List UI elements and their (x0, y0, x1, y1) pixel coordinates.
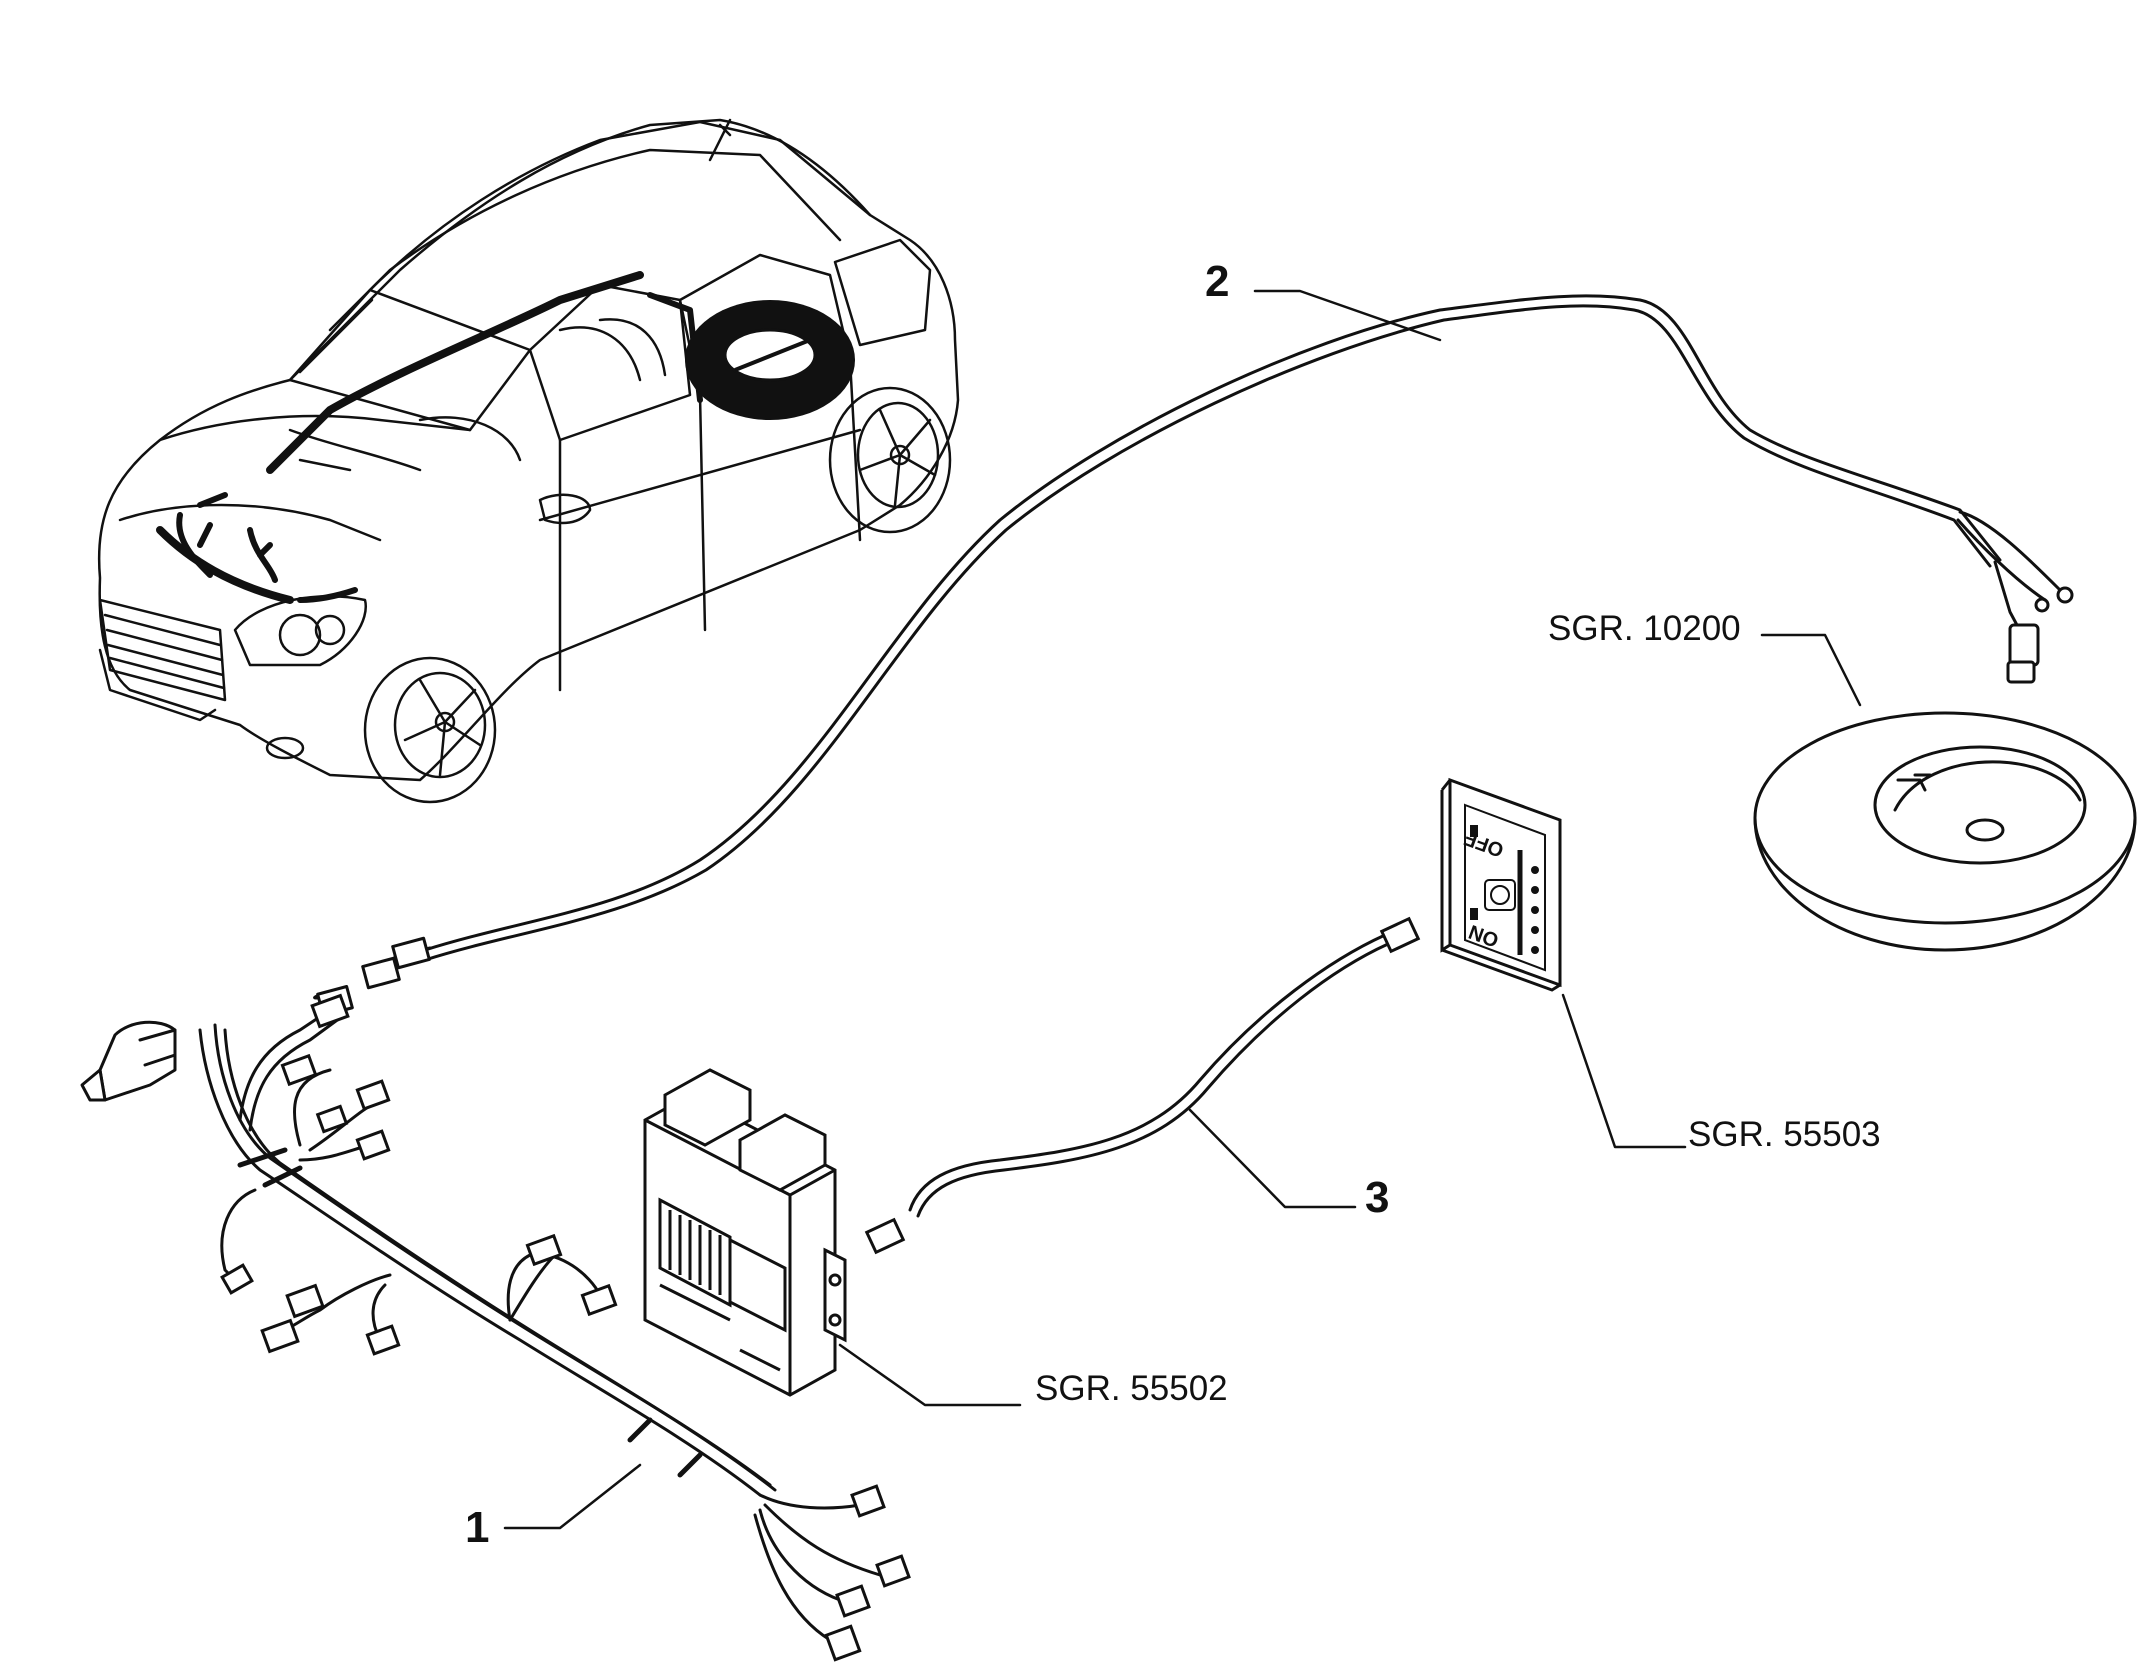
callout-2: 2 (1205, 257, 1229, 306)
leader-switch (1561, 993, 1687, 1149)
harness-3 (908, 933, 1390, 1218)
car-spare-tank (685, 300, 855, 420)
harness-2-end-connector (2006, 623, 2040, 684)
ref-ecu: SGR. 55502 (1035, 1369, 1228, 1408)
harness-1-connectors (220, 993, 911, 1662)
leader-1 (503, 1463, 642, 1530)
ref-spare-tank: SGR. 10200 (1548, 609, 1741, 648)
harness-1 (80, 1008, 882, 1642)
leader-3 (1188, 1108, 1357, 1209)
leader-2 (1253, 289, 1442, 342)
leader-lines (503, 289, 1862, 1530)
callout-1: 1 (465, 1503, 489, 1552)
leader-ecu (838, 1343, 1022, 1407)
spare-wheel-tank (1753, 711, 2137, 952)
ecu-module (643, 1068, 847, 1397)
car-illustration (97, 118, 960, 804)
harness-3-connectors (864, 916, 1421, 1255)
harness-2-start-connectors (313, 936, 432, 1018)
callout-3: 3 (1365, 1173, 1389, 1222)
car-harness (156, 271, 703, 604)
ref-switch: SGR. 55503 (1688, 1115, 1881, 1154)
switch-panel: OFF ON (1440, 777, 1562, 992)
leader-spare-tank (1760, 633, 1862, 707)
